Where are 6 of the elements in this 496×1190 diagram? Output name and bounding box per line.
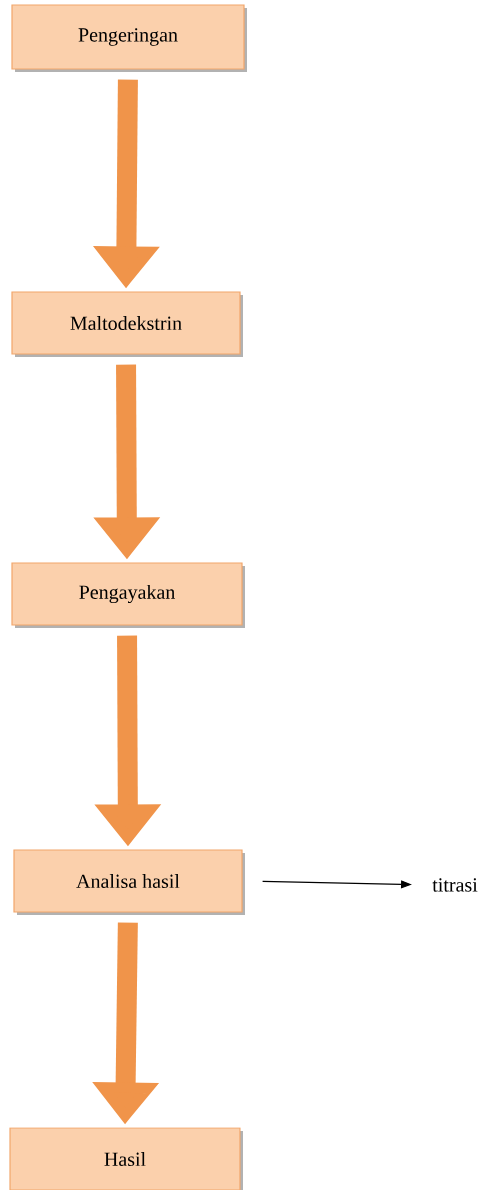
process-box: Pengayakan [11,562,245,628]
process-box: Hasil [9,1127,243,1190]
process-box: Maltodekstrin [11,291,243,357]
process-box: Pengeringan [11,4,247,72]
label-text: titrasi [432,878,478,892]
process-box: Analisa hasil [13,849,245,915]
